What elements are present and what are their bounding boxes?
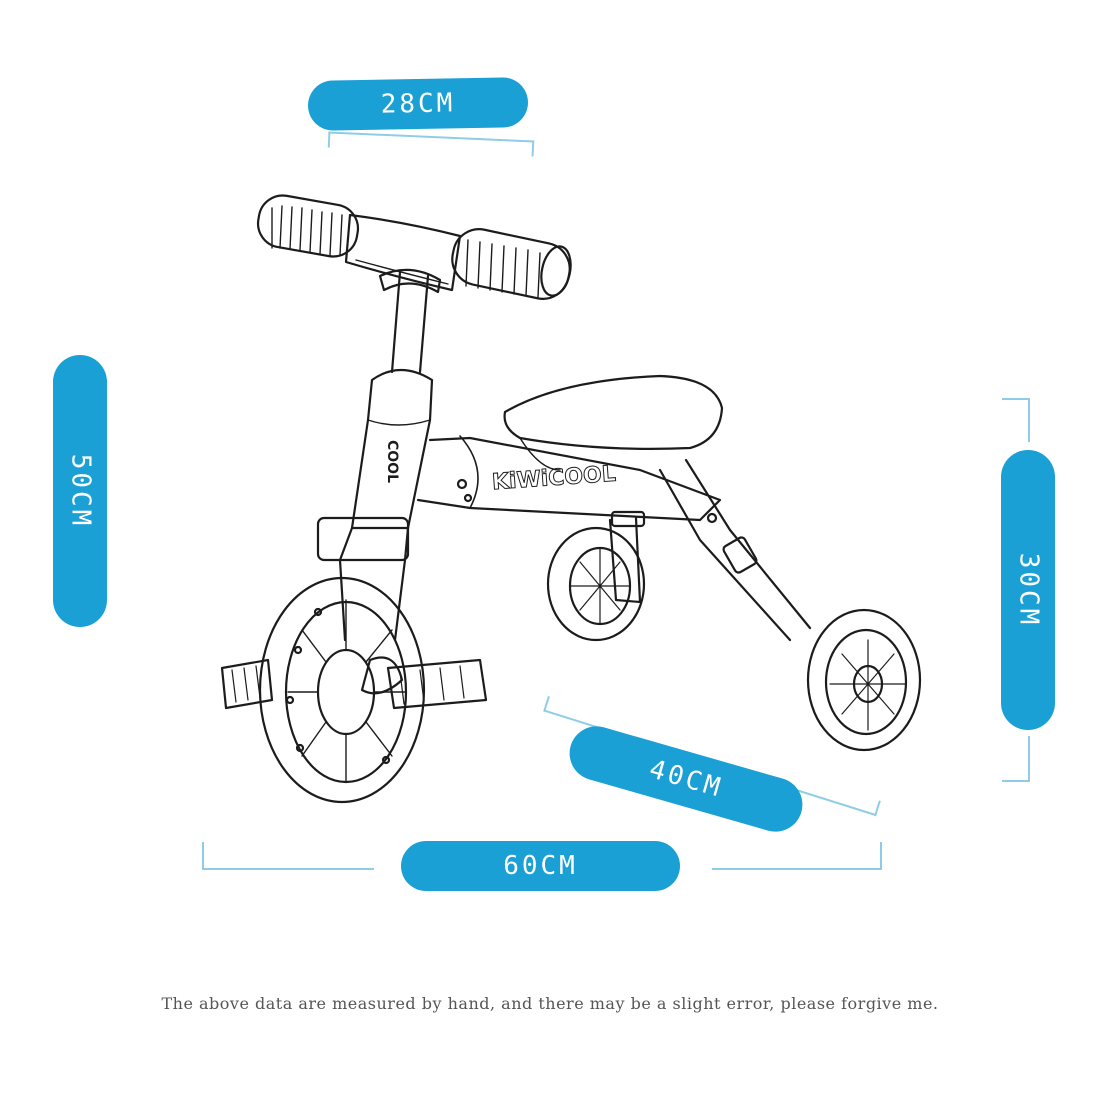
rear-wheel	[806, 608, 922, 752]
total-height-label: 50CM	[53, 355, 107, 627]
measurement-disclaimer: The above data are measured by hand, and…	[161, 994, 939, 1013]
handlebar-width-label: 28CM	[307, 77, 529, 131]
total-length-value: 60CM	[503, 851, 578, 881]
svg-text:COOL: COOL	[384, 440, 400, 483]
seat-height-label: 30CM	[1001, 450, 1055, 730]
pedal-right	[386, 658, 488, 710]
handlebar-clamp	[344, 213, 462, 292]
pedal-left	[220, 658, 274, 710]
total-length-label: 60CM	[401, 841, 680, 891]
seat-height-value: 30CM	[1013, 552, 1043, 628]
total-height-value: 50CM	[65, 453, 95, 529]
length-guide-right	[712, 842, 882, 870]
depth-value: 40CM	[645, 754, 727, 804]
front-fork	[338, 526, 410, 642]
head-tube	[350, 369, 434, 530]
seat-height-guide-top	[1002, 398, 1030, 442]
seat-height-guide-bottom	[1002, 736, 1030, 782]
handlebar-grip-left	[256, 194, 360, 258]
rear-stay	[658, 458, 812, 642]
length-guide-left	[202, 842, 374, 870]
frame-logo: KiWiCOOL	[491, 462, 616, 496]
handlebar-stem	[390, 270, 430, 374]
handlebar-grip-right	[451, 228, 572, 300]
seat	[503, 374, 724, 450]
handlebar-width-value: 28CM	[380, 88, 456, 120]
front-wheel	[258, 576, 426, 804]
middle-wheel	[546, 510, 646, 642]
